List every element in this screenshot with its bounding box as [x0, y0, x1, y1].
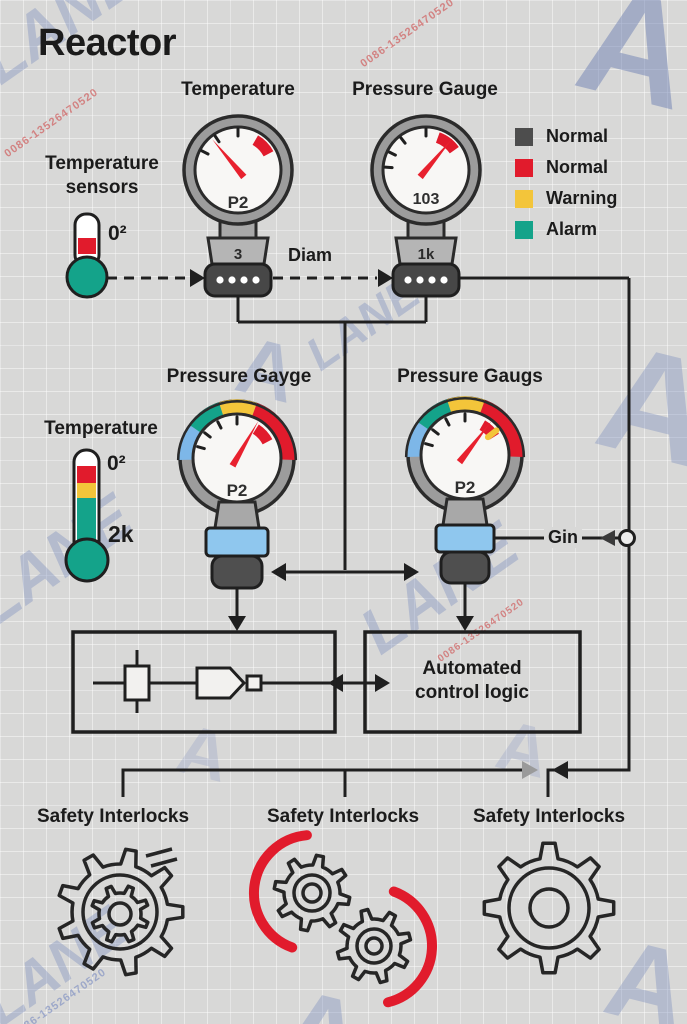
- wire-top-junction: [236, 296, 428, 570]
- gauge4-neck: [441, 497, 489, 527]
- arrow-black-bus: [552, 761, 568, 779]
- gauge2-dial-text: 103: [413, 191, 440, 208]
- legend-swatch-alarm: [515, 220, 533, 239]
- thermo-top-value: 0²: [108, 222, 127, 245]
- junction-node: [618, 529, 636, 547]
- right-bus: [546, 278, 631, 797]
- port-symbol: [245, 674, 263, 692]
- arrow-box-right: [375, 674, 390, 692]
- gauge2-connector-dots: [404, 276, 448, 284]
- valve-schematic: [93, 650, 376, 713]
- legend-label: Normal: [546, 126, 609, 146]
- gauge3-label: Pressure Gayge: [166, 366, 312, 387]
- gear-icon-right: [482, 841, 616, 975]
- control-label-line2: control logic: [415, 682, 529, 703]
- gauge3-neck: [213, 500, 261, 530]
- arrow-into-gauge1: [190, 269, 205, 287]
- thermometer-top: [65, 212, 109, 299]
- gauge3-connector: [210, 554, 264, 590]
- gin-label: Gin: [544, 527, 582, 548]
- gauge1-face-marks: [200, 127, 274, 180]
- pressure-gauge-left: P2: [176, 399, 298, 590]
- thermo-bulb: [64, 537, 110, 583]
- legend-row: Warning: [515, 183, 617, 214]
- gauge4-face-marks: [424, 412, 500, 465]
- thermo-mid-value-top: 0²: [107, 452, 126, 475]
- legend-swatch-normal-red: [515, 158, 533, 177]
- legend-label: Normal: [546, 157, 609, 177]
- actuator-symbol: [195, 666, 247, 700]
- gauge1-stem-text: 3: [234, 246, 242, 263]
- gauge1-connector-dots: [216, 276, 260, 284]
- temperature-sensors-line1: Temperature: [45, 153, 159, 174]
- page-title: Reactor: [38, 22, 177, 64]
- legend-label: Alarm: [546, 219, 598, 239]
- thermo-bulb: [65, 255, 109, 299]
- gear-icon-middle: [249, 830, 437, 1008]
- legend-swatch-normal-gray: [515, 127, 533, 146]
- temperature-gauge: P2 3: [182, 114, 294, 298]
- thermo-red-band: [78, 238, 96, 254]
- temperature-sensors-line2: sensors: [65, 177, 139, 198]
- temperature-mid-label: Temperature: [44, 418, 158, 439]
- valve-symbol: [123, 664, 151, 702]
- gauge3-color-ring: [176, 399, 298, 461]
- arrow-down-valvebox: [228, 616, 246, 631]
- gauge4-label: Pressure Gaugs: [397, 366, 543, 387]
- safety-interlocks-right: Safety Interlocks: [472, 806, 626, 827]
- pressure-gauge-top: 103 1k: [370, 114, 482, 298]
- arrow-into-gauge2: [378, 269, 393, 287]
- gauge2-connector: [391, 262, 461, 298]
- gear-icon-left: [57, 847, 185, 977]
- arrow-gin: [600, 530, 615, 546]
- valve-logic-box: [71, 630, 337, 734]
- arrow-right-to-gauge4: [404, 563, 419, 581]
- gauge1-connector: [203, 262, 273, 298]
- gauge4-blue-band: [434, 523, 496, 554]
- gauge3-dial-text: P2: [227, 481, 248, 500]
- pressure-gauge-right: P2: [404, 396, 526, 585]
- automated-control-label: Automated control logic: [415, 657, 529, 705]
- arrow-down-controlbox: [456, 616, 474, 631]
- gauge4-dial-text: P2: [455, 478, 476, 497]
- gauge1-label: Temperature: [181, 79, 295, 100]
- safety-interlocks-middle: Safety Interlocks: [266, 806, 420, 827]
- wires: [107, 276, 631, 797]
- legend-row: Alarm: [515, 214, 617, 245]
- legend: Normal Normal Warning Alarm: [515, 121, 617, 245]
- legend-row: Normal: [515, 121, 617, 152]
- gauge3-blue-band: [204, 526, 270, 558]
- arrow-gray-bus: [522, 761, 538, 779]
- legend-swatch-warning: [515, 189, 533, 208]
- gauge1-dial-text: P2: [228, 193, 249, 212]
- gauge2-face-marks: [383, 127, 459, 180]
- wire-interlock-bus: [121, 768, 523, 797]
- legend-row: Normal: [515, 152, 617, 183]
- thermo-mid-value-bottom: 2k: [108, 521, 134, 547]
- arrow-left-to-gauge3: [271, 563, 286, 581]
- gauge2-label: Pressure Gauge: [352, 79, 498, 100]
- safety-interlocks-left: Safety Interlocks: [36, 806, 190, 827]
- diam-label: Diam: [287, 245, 333, 265]
- gauge2-stem-text: 1k: [418, 246, 435, 263]
- gauge3-face-marks: [196, 415, 273, 468]
- thermo-yellow-band: [77, 483, 96, 498]
- temperature-sensors-label: Temperature sensors: [45, 152, 159, 200]
- gauge4-color-ring: [404, 396, 526, 458]
- thermo-red-band: [77, 466, 96, 483]
- control-label-line1: Automated: [422, 658, 522, 679]
- legend-label: Warning: [546, 188, 618, 208]
- arrowheads: [190, 269, 615, 779]
- thermometer-mid: [64, 448, 110, 583]
- gauge4-connector: [439, 550, 491, 585]
